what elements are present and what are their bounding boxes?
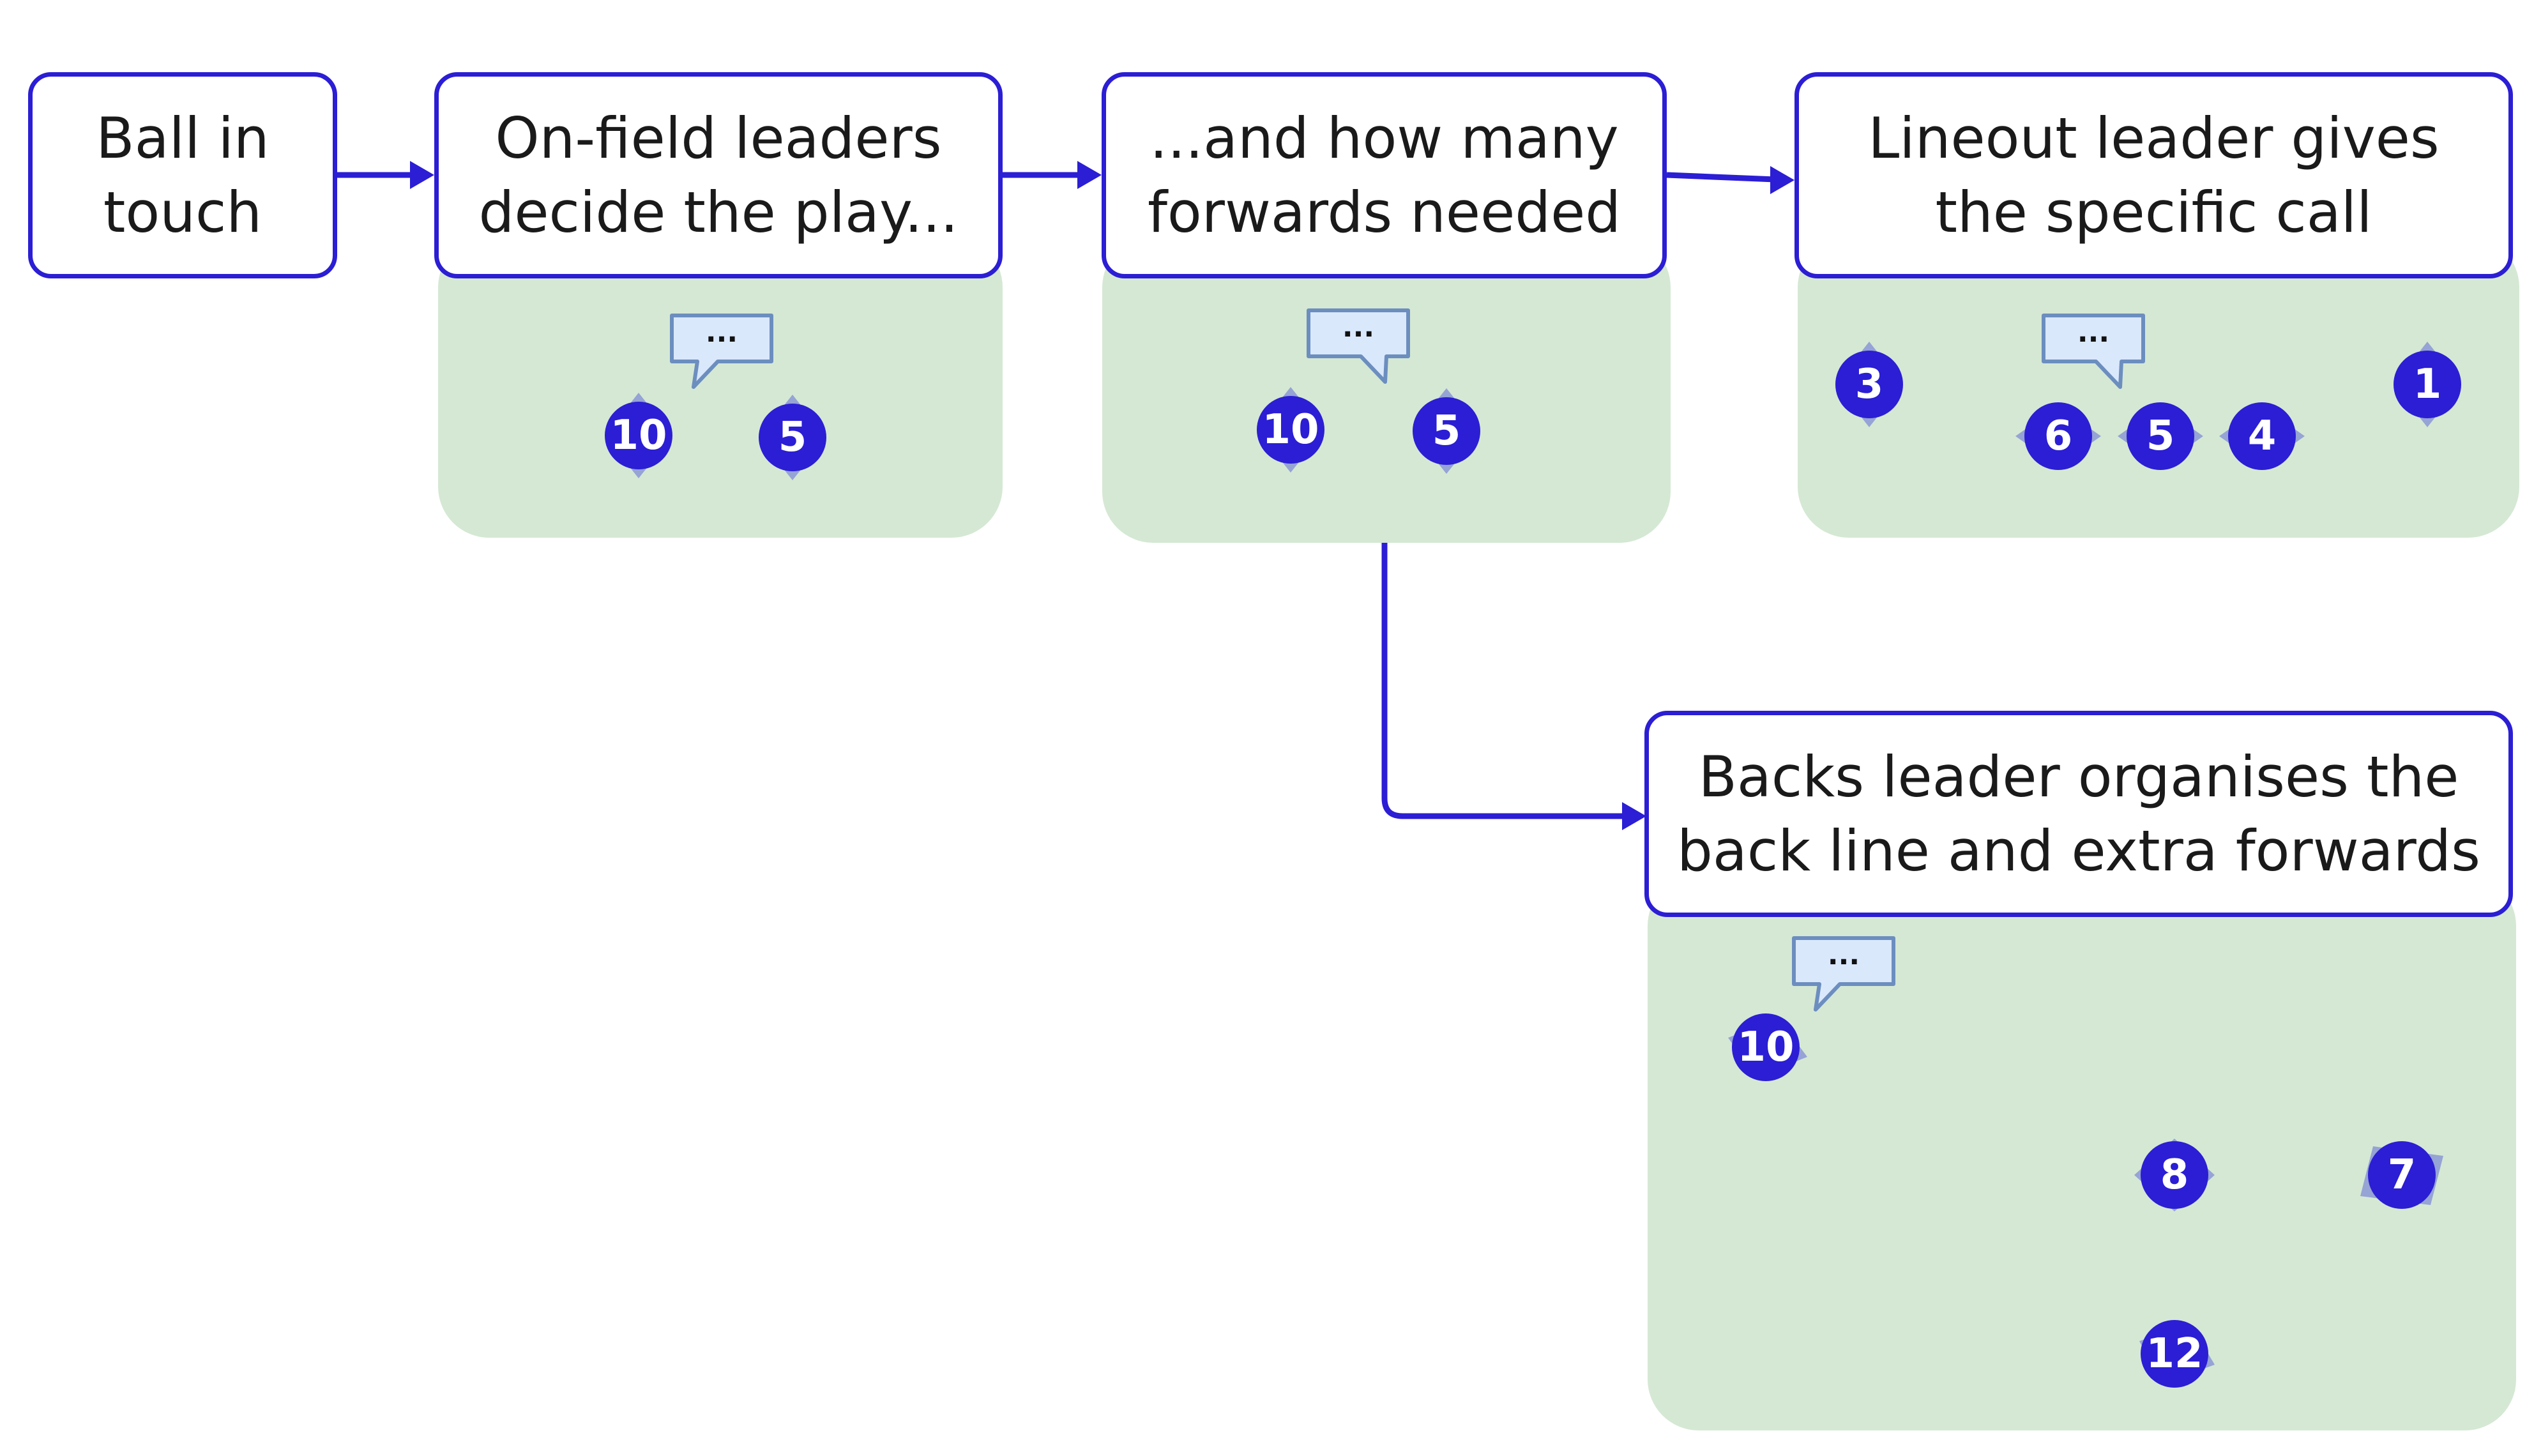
player-number: 10 bbox=[610, 412, 667, 459]
player-number: 12 bbox=[2146, 1330, 2203, 1377]
step-backs-line2: back line and extra forwards bbox=[1677, 817, 2480, 884]
player-number: 5 bbox=[2146, 413, 2175, 460]
step-decide-play: On-field leaders decide the play... bbox=[434, 72, 1003, 278]
arrowhead-decide-to-forwards bbox=[1077, 161, 1102, 189]
player-number: 5 bbox=[778, 414, 807, 461]
player-token: 12 bbox=[2127, 1306, 2222, 1402]
step-ball-in-touch: Ball in touch bbox=[28, 72, 337, 278]
player-number: 7 bbox=[2387, 1151, 2416, 1199]
player-token: 7 bbox=[2354, 1127, 2450, 1223]
player-token: 6 bbox=[2010, 388, 2106, 484]
player-number: 6 bbox=[2044, 413, 2073, 460]
speech-bubble-lineout: ... bbox=[2041, 313, 2146, 392]
player-token: 10 bbox=[1718, 999, 1814, 1095]
speech-bubble-text: ... bbox=[705, 316, 738, 349]
step-ball-line2: touch bbox=[103, 179, 262, 245]
panel-forwards bbox=[1102, 236, 1671, 543]
player-number: 10 bbox=[1262, 406, 1319, 453]
speech-bubble-forwards: ... bbox=[1306, 308, 1411, 387]
speech-bubble-text: ... bbox=[2077, 316, 2110, 349]
step-backs-line1: Backs leader organises the bbox=[1698, 743, 2459, 810]
step-lineout-line1: Lineout leader gives bbox=[1868, 105, 2439, 171]
arrow-forwards-to-backs bbox=[1381, 543, 1622, 819]
player-token: 5 bbox=[2113, 388, 2208, 484]
speech-bubble-text: ... bbox=[1342, 311, 1375, 344]
arrowhead-forwards-to-backs bbox=[1622, 802, 1646, 830]
panel-decide bbox=[438, 236, 1003, 538]
player-token: 5 bbox=[745, 390, 840, 485]
player-number: 10 bbox=[1737, 1024, 1794, 1071]
player-number: 1 bbox=[2413, 361, 2442, 408]
player-token: 8 bbox=[2127, 1127, 2222, 1223]
arrowhead-forwards-to-lineout bbox=[1770, 166, 1794, 194]
speech-bubble-decide: ... bbox=[669, 313, 774, 392]
speech-bubble-backs: ... bbox=[1791, 936, 1896, 1015]
step-backs-organise: Backs leader organises the back line and … bbox=[1644, 711, 2513, 917]
player-number: 5 bbox=[1432, 407, 1461, 455]
player-number: 4 bbox=[2247, 413, 2277, 460]
player-number: 8 bbox=[2160, 1151, 2189, 1199]
step-forwards-needed: ...and how many forwards needed bbox=[1102, 72, 1667, 278]
step-ball-line1: Ball in bbox=[96, 105, 269, 171]
speech-bubble-text: ... bbox=[1827, 939, 1860, 971]
player-token: 10 bbox=[1243, 382, 1339, 478]
step-decide-line1: On-field leaders bbox=[495, 105, 942, 171]
step-decide-line2: decide the play... bbox=[478, 179, 959, 245]
player-token: 5 bbox=[1399, 383, 1494, 479]
player-token: 10 bbox=[591, 388, 687, 483]
player-token: 4 bbox=[2214, 388, 2310, 484]
step-lineout-line2: the specific call bbox=[1935, 179, 2372, 245]
step-forwards-line1: ...and how many bbox=[1149, 105, 1619, 171]
arrowhead-ball-to-decide bbox=[410, 161, 434, 189]
player-token: 3 bbox=[1821, 337, 1917, 432]
arrow-forwards-to-lineout bbox=[1666, 172, 1776, 183]
player-token: 1 bbox=[2379, 337, 2475, 432]
player-number: 3 bbox=[1855, 361, 1884, 408]
step-forwards-line2: forwards needed bbox=[1147, 179, 1621, 245]
step-lineout-call: Lineout leader gives the specific call bbox=[1794, 72, 2513, 278]
